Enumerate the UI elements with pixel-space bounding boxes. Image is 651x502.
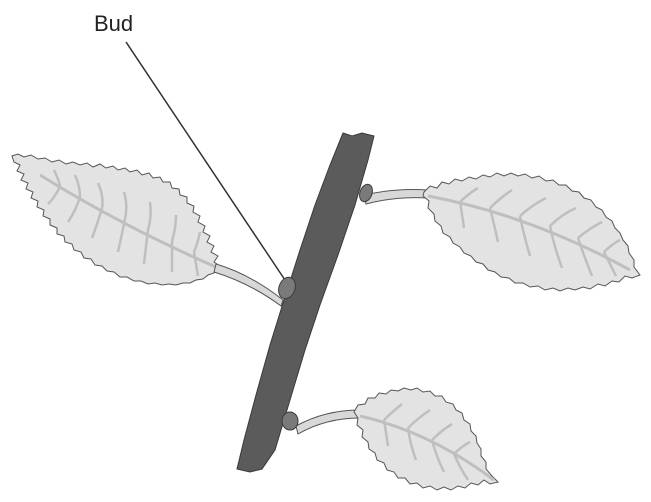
leaf-upper-right <box>364 173 640 291</box>
leaf-upper-left <box>12 154 283 306</box>
leaf-petiole <box>296 410 360 434</box>
leaf-blade <box>423 173 640 291</box>
bud-lower <box>282 412 298 430</box>
leaf-lower-right <box>296 388 498 490</box>
bud-label: Bud <box>94 11 133 36</box>
leaf-petiole <box>364 190 428 204</box>
leaf-petiole <box>214 264 283 306</box>
